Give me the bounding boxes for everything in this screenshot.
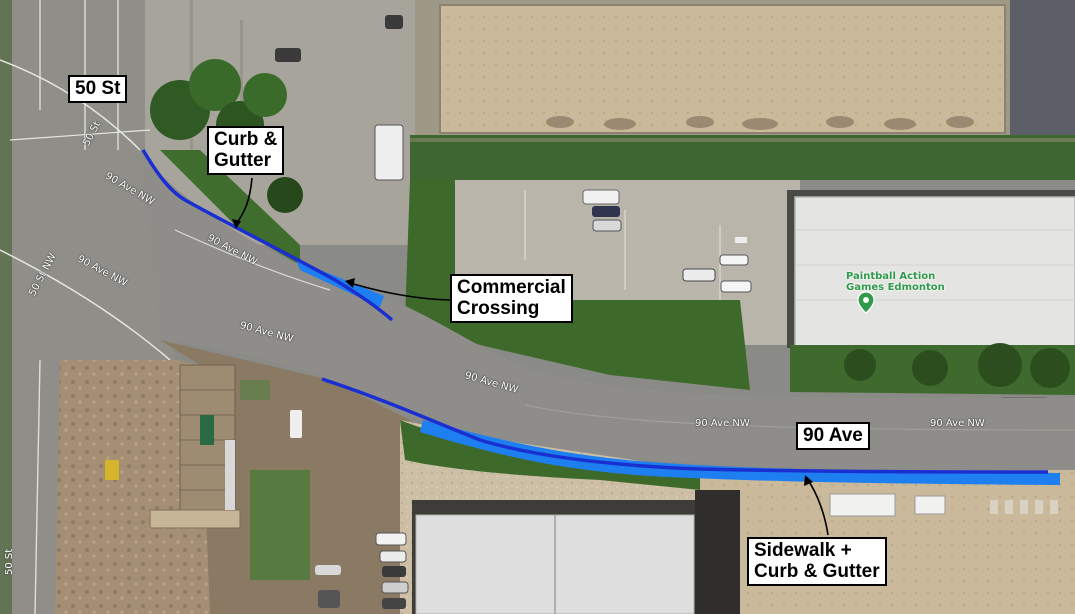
parking-lot-central bbox=[455, 180, 800, 345]
callout-commercial-crossing: Commercial Crossing bbox=[450, 274, 573, 323]
callout-sidewalk-curb-gutter: Sidewalk + Curb & Gutter bbox=[747, 537, 887, 586]
building-tan-roof bbox=[439, 4, 1006, 134]
construction-site-west bbox=[55, 360, 210, 614]
grass-north bbox=[410, 135, 1075, 180]
curb-gutter-line-south bbox=[321, 377, 1049, 474]
road-90-ave bbox=[140, 150, 1075, 470]
street-label-90-ave: 90 Ave NW bbox=[695, 418, 750, 429]
callout-50-st: 50 St bbox=[68, 75, 128, 103]
curb-gutter-line-north bbox=[141, 149, 394, 322]
road-50-st bbox=[0, 0, 175, 614]
map-pin-icon[interactable] bbox=[857, 291, 875, 314]
building-paintball-roof bbox=[794, 196, 1075, 348]
grass-central bbox=[405, 180, 750, 390]
callout-90-ave: 90 Ave bbox=[796, 422, 870, 450]
building-dark-roof bbox=[1010, 0, 1075, 135]
street-label-50-st: 50 St bbox=[4, 548, 15, 575]
street-label-90-ave: 90 Ave NW bbox=[930, 418, 985, 429]
sidewalk-band bbox=[420, 420, 1060, 485]
poi-label[interactable]: Paintball Action Games Edmonton bbox=[846, 271, 945, 293]
callout-curb-gutter: Curb & Gutter bbox=[207, 126, 285, 175]
parked-cars-south bbox=[315, 532, 409, 609]
